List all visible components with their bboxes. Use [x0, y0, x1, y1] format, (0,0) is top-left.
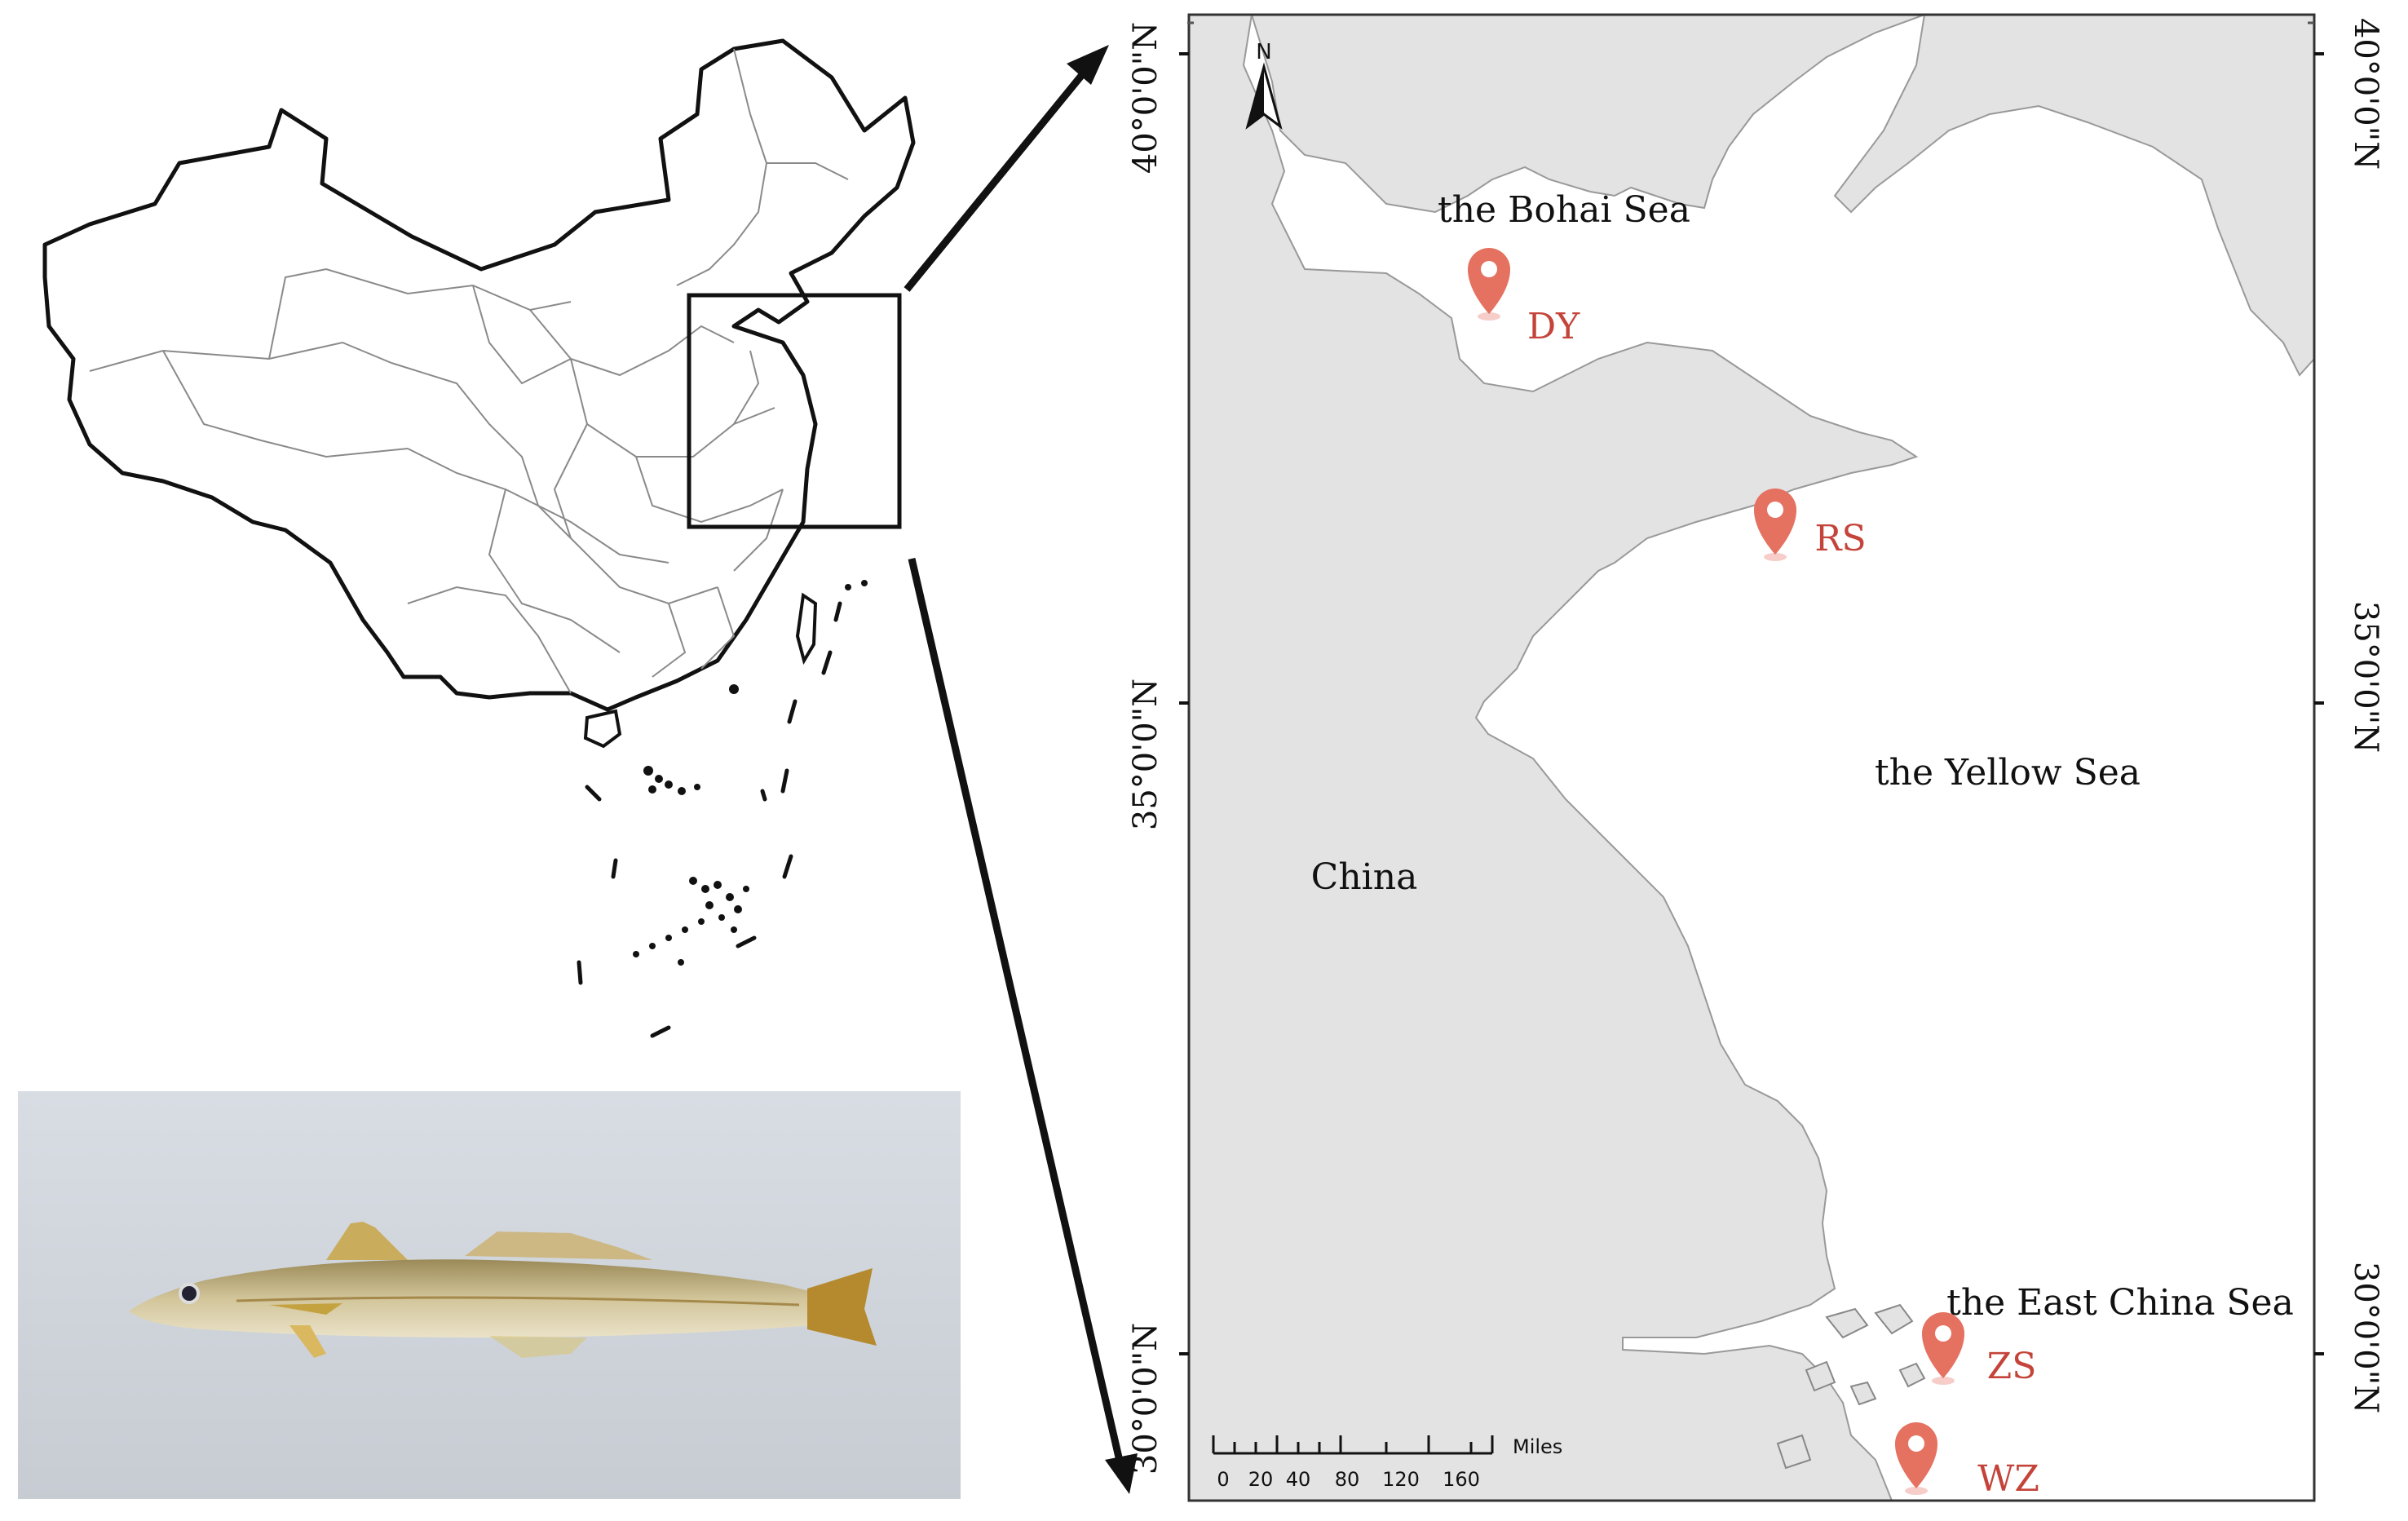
scale-tick-20: 20	[1248, 1468, 1274, 1491]
overview-map	[42, 38, 1138, 1494]
latitude-label-left-40: 40°0'0"N	[1127, 22, 1164, 174]
scale-bar: 0 20 40 80 120 160 Miles	[1212, 1435, 1562, 1491]
site-label-dy: DY	[1527, 306, 1580, 347]
extent-box	[687, 293, 902, 529]
regional-map: 40°0'0"N 35°0'0"N 30°0'0"N 40°0'0"N 35°0…	[1127, 13, 2384, 1502]
scale-tick-80: 80	[1335, 1468, 1360, 1491]
latitude-label-right-40: 40°0'0"N	[2347, 18, 2384, 170]
land-label-china: China	[1311, 856, 1418, 898]
scale-unit: Miles	[1513, 1435, 1562, 1458]
china-landmass	[1189, 15, 1919, 1501]
site-label-rs: RS	[1814, 518, 1866, 559]
coastal-islands	[1776, 1303, 1963, 1470]
scale-tick-0: 0	[1217, 1468, 1229, 1491]
latitude-ticks	[1179, 52, 2324, 1355]
dashed-boundary-line	[577, 601, 842, 1038]
sea-label-bohai: the Bohai Sea	[1438, 189, 1690, 231]
scale-tick-40: 40	[1286, 1468, 1311, 1491]
taiwan-island	[795, 592, 818, 665]
latitude-label-right-35: 35°0'0"N	[2347, 601, 2384, 753]
specimen-photo	[18, 1091, 961, 1499]
location-pin-icon	[1468, 248, 1510, 314]
location-pin-icon	[1754, 489, 1796, 555]
korea-landmass	[1833, 15, 2314, 377]
south-sea-islands	[633, 580, 868, 966]
site-marker-rs: RS	[1754, 489, 1867, 561]
scale-tick-120: 120	[1382, 1468, 1420, 1491]
sea-label-yellow: the Yellow Sea	[1875, 752, 2141, 794]
latitude-label-right-30: 30°0'0"N	[2347, 1262, 2384, 1413]
scale-tick-160: 160	[1443, 1468, 1480, 1491]
location-pin-icon	[1922, 1312, 1964, 1378]
china-outline	[42, 38, 916, 712]
hainan-island	[583, 709, 622, 749]
north-arrow: N	[1245, 40, 1283, 130]
site-marker-dy: DY	[1468, 248, 1580, 347]
liaodong-landmass	[1250, 15, 1925, 214]
north-arrow-label: N	[1256, 40, 1271, 64]
location-pin-icon	[1895, 1422, 1937, 1488]
sea-label-east-china: the East China Sea	[1946, 1282, 2294, 1324]
site-label-wz: WZ	[1977, 1458, 2039, 1500]
site-marker-wz: WZ	[1895, 1422, 2039, 1500]
latitude-label-left-35: 35°0'0"N	[1127, 679, 1164, 830]
fish-photo-icon	[129, 1222, 877, 1358]
land-masses	[1189, 15, 2314, 1501]
province-boundaries	[89, 48, 849, 694]
site-label-zs: ZS	[1987, 1346, 2037, 1387]
map-frame	[1187, 13, 2316, 1502]
zoom-arrows	[904, 45, 1138, 1494]
latitude-label-left-30: 30°0'0"N	[1127, 1323, 1164, 1475]
site-marker-zs: ZS	[1922, 1312, 2036, 1387]
